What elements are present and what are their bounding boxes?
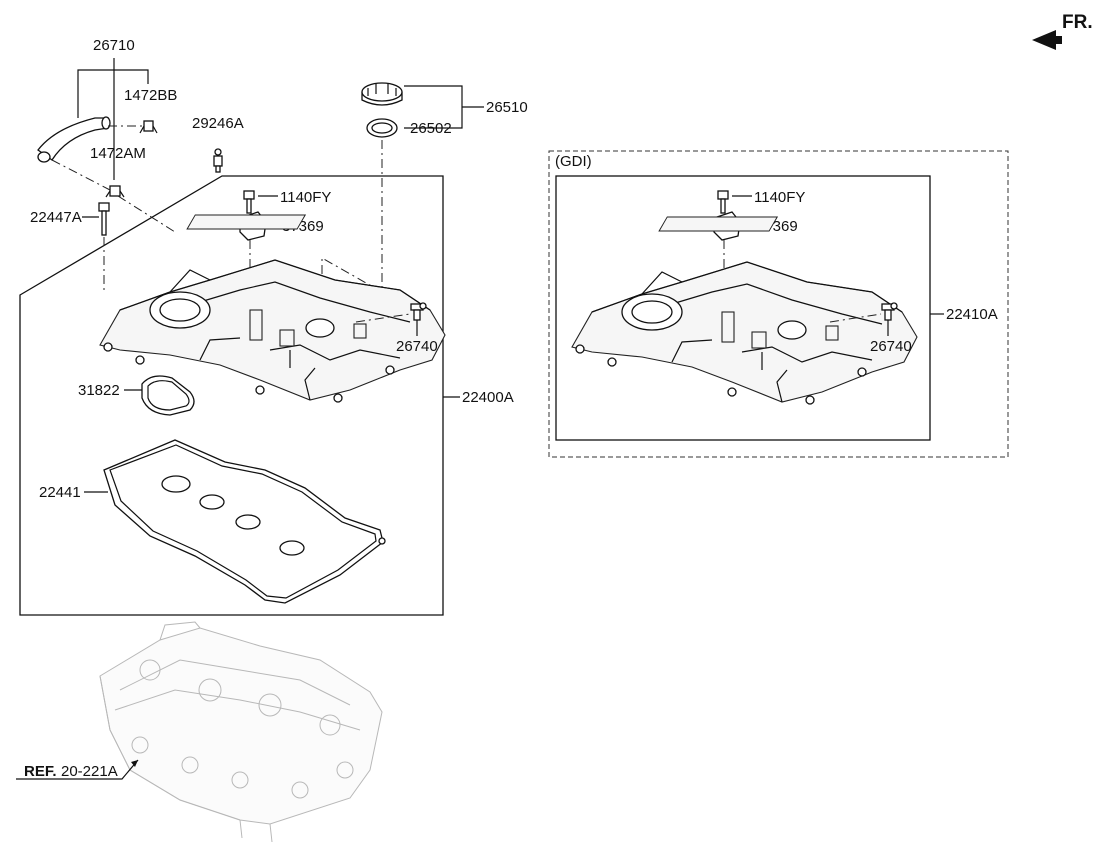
bolt-22447a <box>98 202 110 236</box>
bolt-1140fy <box>243 190 255 214</box>
gdi-label-22410a: 22410A <box>946 306 998 323</box>
direction-label: FR. <box>1062 12 1093 33</box>
sensor-29246a <box>213 148 223 173</box>
valve-cover-main <box>99 214 446 403</box>
front-arrow-icon <box>1032 30 1062 50</box>
label-26740: 26740 <box>396 338 438 355</box>
gdi-assembly-boundary <box>555 175 931 441</box>
gdi-panel <box>548 150 1009 458</box>
label-26510: 26510 <box>486 99 528 116</box>
label-31822: 31822 <box>78 382 120 399</box>
label-1472bb: 1472BB <box>124 87 177 104</box>
label-29246a: 29246A <box>192 115 244 132</box>
clip-1472bb <box>139 120 158 134</box>
ref-prefix: REF. <box>24 763 57 780</box>
label-26502: 26502 <box>410 120 452 137</box>
label-1472am: 1472AM <box>90 145 146 162</box>
gasket-22441 <box>103 439 386 604</box>
label-22400a: 22400A <box>462 389 514 406</box>
label-22441: 22441 <box>39 484 81 501</box>
label-26710: 26710 <box>93 37 135 54</box>
oil-filler-cap-26510 <box>361 82 403 106</box>
label-22447a: 22447A <box>30 209 82 226</box>
gdi-title: (GDI) <box>555 153 592 170</box>
cylinder-head-reference <box>99 621 383 843</box>
gasket-26502 <box>366 118 398 138</box>
gdi-label-1140fy: 1140FY <box>754 189 805 206</box>
label-1140fy: 1140FY <box>280 189 331 206</box>
valve-cover-gdi <box>571 216 918 405</box>
gdi-label-26740: 26740 <box>870 338 912 355</box>
gdi-bolt-1140fy <box>717 190 729 214</box>
assembly-boundary-22400a <box>19 175 444 616</box>
ref-code: 20-221A <box>61 763 118 780</box>
clip-1472am <box>105 185 125 198</box>
sensor-26740 <box>410 302 427 321</box>
gasket-31822 <box>141 375 195 416</box>
